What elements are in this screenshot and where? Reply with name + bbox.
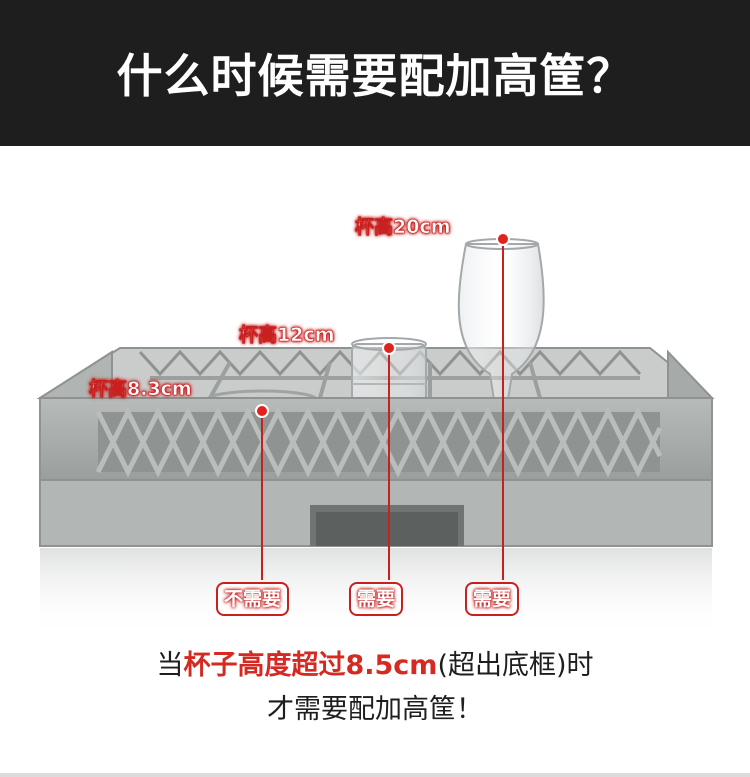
badge-not-needed: 不需要 xyxy=(216,582,290,616)
rack-scene: 杯高20cm 杯高12cm 杯高8.3cm 不需要 需要 需要 xyxy=(0,146,750,777)
note-line-2: 才需要配加高筐！ xyxy=(267,694,483,725)
header-bar: 什么时候需要配加高筐？ xyxy=(0,0,750,146)
badge-needed-2: 需要 xyxy=(465,582,520,616)
note-highlight: 杯子高度超过8.5cm xyxy=(183,650,438,681)
badge-needed-1: 需要 xyxy=(349,582,404,616)
note-prefix: 当 xyxy=(156,650,184,681)
note-paren: (超出底框)时 xyxy=(437,650,594,681)
rack-front-wall xyxy=(39,397,713,547)
label-cup-8-3cm: 杯高8.3cm xyxy=(89,378,192,401)
note-line-1: 当杯子高度超过8.5cm(超出底框)时 xyxy=(0,644,750,688)
bottom-divider xyxy=(0,773,750,777)
height-note: 当杯子高度超过8.5cm(超出底框)时 才需要配加高筐！ xyxy=(0,644,750,732)
label-cup-20cm: 杯高20cm xyxy=(355,216,451,239)
dish-rack-illustration xyxy=(36,232,715,638)
page-title: 什么时候需要配加高筐？ xyxy=(116,49,634,103)
label-cup-12cm: 杯高12cm xyxy=(239,324,335,347)
height-markers xyxy=(261,239,504,580)
